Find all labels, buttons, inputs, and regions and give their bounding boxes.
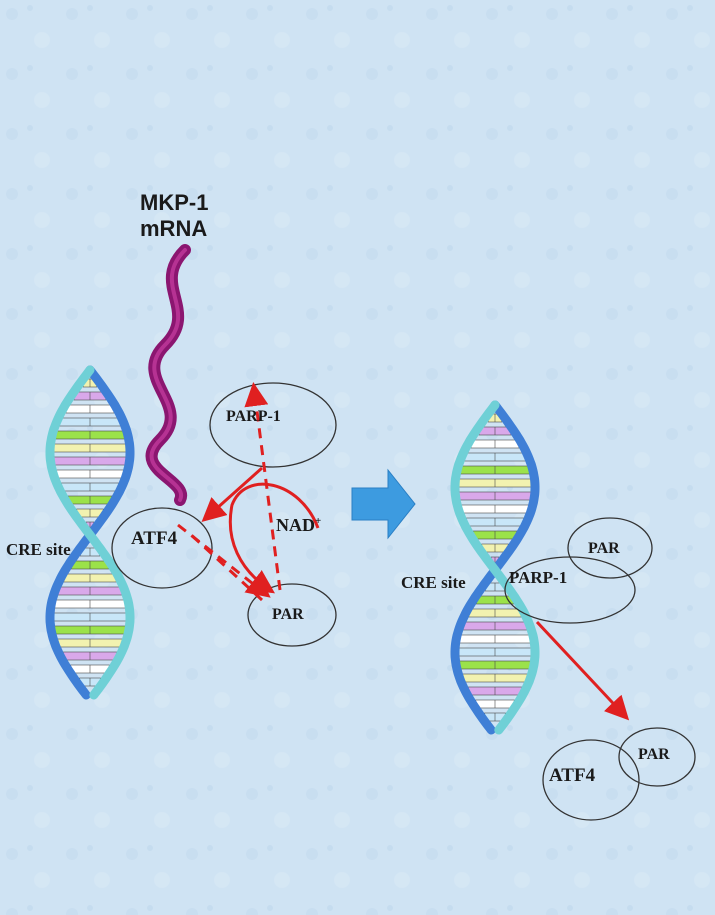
parp1-ellipse-left xyxy=(209,382,337,468)
dna-helix-left xyxy=(45,365,135,700)
parp1-label-right: PARP-1 xyxy=(509,568,568,587)
atf4-label-right: ATF4 xyxy=(549,765,596,786)
nad-label: NAD+ xyxy=(276,515,322,535)
mrna-label-line1: MKP-1 xyxy=(140,190,209,215)
par-ellipse-right-bottom xyxy=(618,727,696,787)
atf4-label-left: ATF4 xyxy=(131,528,178,549)
par-label-right-bottom: PAR xyxy=(638,746,670,763)
dna-left-strand-b xyxy=(45,365,135,700)
arrow-nad-curve xyxy=(228,482,320,594)
mrna-label-line2: mRNA xyxy=(140,216,208,241)
dna-helix-right xyxy=(450,400,540,735)
par-ellipse-left xyxy=(247,583,337,647)
mrna-ribbon xyxy=(145,244,191,506)
atf4-ellipse-right xyxy=(542,739,640,821)
cre-site-label-right: CRE site xyxy=(401,573,466,592)
par-ellipse-right-top xyxy=(567,517,653,579)
par-label-left: PAR xyxy=(272,606,304,623)
arrow-parp1-to-atf4 xyxy=(201,466,263,522)
transition-arrow xyxy=(351,468,416,540)
atf4-ellipse-left xyxy=(111,507,213,589)
reaction-arrows xyxy=(177,382,320,602)
parp1-ellipse-right xyxy=(504,556,636,624)
parp1-label-left: PARP-1 xyxy=(226,408,281,425)
cre-site-label-left: CRE site xyxy=(6,540,71,559)
arrow-release-atf4 xyxy=(535,620,630,721)
dna-right-strand-b xyxy=(450,400,540,735)
par-label-right-top: PAR xyxy=(588,540,620,557)
